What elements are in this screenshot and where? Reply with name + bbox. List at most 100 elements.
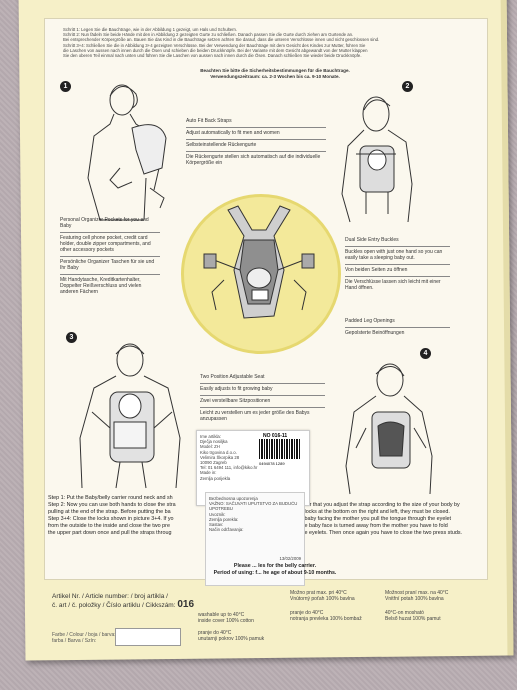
german-subtitle: Beachten Sie bitte die Sicherheitsbestim… [175,68,375,80]
baby-carrier-illustration [203,205,315,319]
feature-title: Dual Side Entry Buckles [345,237,399,243]
step-number-4: 4 [420,348,431,359]
article-label: č. art / č. položky / Číslo artiklu / Ci… [52,602,176,609]
en-step-line: After that you adjust the strap accordin… [300,502,460,508]
barcode-number: 0494078 1289 [259,461,285,466]
feature-desc-de: Leicht zu verstellen um es jeder größe d… [200,407,325,422]
sticker-line: Dječja nosiljka [200,439,228,445]
sticker-line: Ime artikla: [200,434,222,439]
step-number-3: 3 [66,332,77,343]
care-line: 40°C-on mosható [385,610,424,616]
warning-line: Zemlja porekla: [209,516,239,522]
colour-label: Farbe / Colour / boja / barva: farba / B… [52,632,116,644]
figure-1-illustration [87,84,167,221]
warning-line: Sastav: [209,522,224,528]
de-step-line: Schritt 2: Nun fädeln Sie beide Hände mi… [63,32,354,38]
warning-sticker: Bezbednosna upozorenja VAŽNO: SAČUVATI U… [205,492,305,586]
feature-desc: Easily adjusts to fit growing baby [200,383,325,392]
sticker-code: NO 016-11 [263,433,288,439]
german-instructions: Schritt 1: Legen Sie die Bauchtrage, wie… [63,27,475,58]
sticker-line: Kiko trgovina d.o.o. [200,449,237,455]
figure-4-illustration [345,363,433,495]
feature-desc: Featuring cell phone pocket, credit card… [60,232,160,253]
care-line: Vnitřní potah 100% bavlna [385,596,444,602]
feature-title: Personal Organizer Pockets for you and B… [60,217,149,229]
en-step-line: the eyelets. Then once again you have to… [300,530,463,536]
warning-text: Please ... les for the belly carrier. [233,563,317,569]
en-step-line: Step 2: Now you can use both hands to cl… [48,502,176,508]
care-line: pranje do 40°C [290,610,324,616]
sticker-line: Tel: 01 6494 111, info@kiko.hr [200,465,258,471]
feature-title: Two Position Adjustable Seat [200,374,265,380]
care-line: Belső huzat 100% pamut [385,616,441,622]
colour-label-line: farba / Barva / Szín: [52,638,97,644]
sticker-line: Made in: [200,470,217,476]
en-step-line: the upper part down once and pull the st… [48,530,172,536]
en-step-line: pulling at the end of the strap. Before … [48,509,171,515]
feature-desc-de: Die Verschlüsse lassen sich leicht mit e… [345,276,450,291]
care-line: Možnost praní max. na 40°C [385,590,449,596]
step-number-2: 2 [402,81,413,92]
warning-line: VAŽNO: SAČUVATI UPUTSTVO ZA BUDUĆU UPOTR… [209,501,298,512]
barcode [259,439,301,459]
care-info-col1: washable up to 40°C inside cover 100% co… [198,612,293,642]
subtitle-line: Beachten Sie bitte die Sicherheitsbestim… [200,68,350,73]
warning-line: Uvoznik: [209,511,226,517]
feature-desc-de: Mit Handytasche, Kreditkartenhalter, Dop… [60,274,160,295]
care-line: unutarnji pokrov 100% pamuk [198,636,265,642]
en-step-line: e baby facing the mother you pull the to… [300,516,452,522]
step-number-1: 1 [60,81,71,92]
feature-leg-openings: Padded Leg Openings Gepolsterte Beinöffn… [345,318,450,339]
feature-back-straps: Auto Fit Back Straps Adjust automaticall… [186,118,326,169]
feature-desc: Adjust automatically to fit men and wome… [186,127,326,136]
feature-buckles: Dual Side Entry Buckles Buckles open wit… [345,237,450,294]
feature-title: Auto Fit Back Straps [186,118,232,124]
sticker-line: Zemlja porijekla [200,475,231,481]
figure-3-illustration [79,343,181,489]
de-step-line: Sie den oberen Teil einmal nach unten un… [63,53,362,59]
feature-title-de: Zwei verstellbare Sitzpositionen [200,395,325,404]
en-step-line: Step 1: Put the Baby/belly carrier round… [48,495,173,501]
sticker-text: Ime artikla: Dječja nosiljka Model: ZH K… [200,434,260,481]
care-line: pranje do 40°C [198,630,232,636]
safety-warning: Please ... les for the belly carrier. Pe… [150,563,400,577]
colour-field [115,628,181,646]
care-line: washable up to 40°C [198,612,245,618]
en-step-line: the baby face is turned away from the mo… [300,523,448,529]
care-line: notranja prevleka 100% bombaž [290,616,362,622]
feature-title: Padded Leg Openings [345,318,395,324]
sticker-line: 10090 Zagreb [200,460,227,466]
care-line: inside cover 100% cotton [198,618,254,624]
feature-title-de: Selbsteinstellende Rückengurte [186,139,326,148]
en-step-line: from the outside to the inside and close… [48,523,170,529]
de-step-line: die Laschen von aussen nach innen durch … [63,47,368,53]
english-instructions: Step 1: Put the Baby/belly carrier round… [48,495,480,537]
care-info-col3: Možnost praní max. na 40°C Vnitřní potah… [385,590,485,622]
care-line: Vnútorný poťah 100% bavlna [290,596,355,602]
feature-seat: Two Position Adjustable Seat Easily adju… [200,374,325,425]
en-step-line: Step 3+4: Close the locks shown in pictu… [48,516,174,522]
sticker-line: Velimira Škorpika 28 [200,454,240,460]
care-info-col2: Možno prat max. pri 40°C Vnútorný poťah … [290,590,385,622]
de-step-line: Schritt 1: Legen Sie die Bauchtrage, wie… [63,27,238,32]
de-step-line: Bei entsprechender Körpergröße an. Bauen… [63,37,380,43]
article-value: 016 [177,599,195,610]
feature-desc: Buckles open with just one hand so you c… [345,246,450,261]
sticker-date: 13/02/2009 [279,556,301,562]
figure-2-illustration [341,96,413,223]
de-step-line: Schritt 3+4: Schließen Sie die in Abbild… [63,42,366,48]
care-line: Možno prat max. pri 40°C [290,590,347,596]
subtitle-line: Verwendungszeitraum: ca. 2-3 Wochen bis … [210,74,340,79]
sticker-line: Model: ZH [200,444,220,450]
feature-title-de: Von beiden Seiten zu öffnen [345,264,450,273]
english-instructions-right: After that you adjust the strap accordin… [300,502,480,537]
warning-line: Bezbednosna upozorenja [209,496,258,501]
warning-text: Period of using: f... he age of about 9-… [213,570,337,576]
warning-line: Način održavanja: [209,527,244,533]
colour-label-line: Farbe / Colour / boja / barva: [52,632,116,638]
article-label: Artikel Nr. / Article number: / broj art… [52,593,168,600]
article-number: Artikel Nr. / Article number: / broj art… [52,593,194,610]
feature-desc-de: Die Rückengurte stellen sich automatisch… [186,151,326,166]
feature-title-de: Gepolsterte Beinöffnungen [345,327,450,336]
feature-title-de: Persönliche Organizer Taschen für sie un… [60,256,160,271]
